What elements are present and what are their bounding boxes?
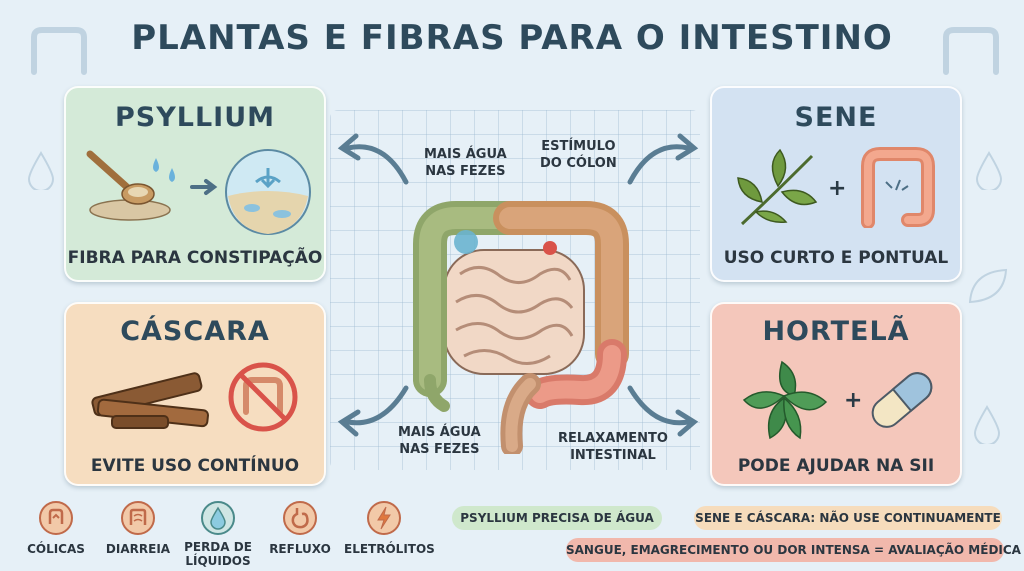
water-drop-icon [201, 501, 235, 535]
intestine-outline-icon [31, 27, 87, 75]
senna-leaves-icon [737, 148, 818, 226]
note-avaliacao-medica: SANGUE, EMAGRECIMENTO OU DOR INTENSA = A… [566, 538, 1021, 562]
psyllium-title: PSYLLIUM [114, 102, 276, 133]
wooden-spoon-seeds-icon [86, 150, 175, 221]
hortela-title: HORTELÃ [762, 316, 910, 347]
sene-title: SENE [794, 102, 878, 133]
bark-pieces-icon [91, 372, 209, 429]
symptom-label: REFLUXO [269, 542, 331, 556]
intestine-diagram [413, 201, 629, 454]
cascara-title: CÁSCARA [120, 316, 270, 347]
symptom-label: CÓLICAS [27, 542, 85, 556]
page-title: PLANTAS E FIBRAS PARA O INTESTINO [131, 18, 893, 58]
water-drop-icon [975, 151, 1003, 190]
plus-icon: + [844, 388, 863, 413]
cascara-card: CÁSCARA EVITE USO CONTÍNUO [64, 302, 326, 486]
gel-sphere-icon [225, 149, 311, 235]
note-psyllium-agua: PSYLLIUM PRECISA DE ÁGUA [452, 506, 662, 530]
arrow-to-psyllium [337, 133, 409, 185]
no-intestine-icon [228, 362, 298, 432]
symptom-label: DIARREIA [105, 542, 171, 556]
leaf-icon [968, 268, 1008, 304]
psyllium-subtitle: FIBRA PARA CONSTIPAÇÃO [67, 248, 323, 268]
psyllium-card: PSYLLIUM FIBRA PARA CONSTIPAÇÃO [64, 86, 326, 282]
cramp-icon [39, 501, 73, 535]
lightning-icon [367, 501, 401, 535]
intestine-icon [121, 501, 155, 535]
water-drop-icon [27, 151, 55, 190]
stomach-icon [283, 501, 317, 535]
water-drop-icon [973, 405, 1001, 444]
sene-card: SENE + USO CURTO E PONTUAL [710, 86, 962, 282]
cascara-subtitle: EVITE USO CONTÍNUO [90, 456, 300, 476]
hortela-card: HORTELÃ + PODE AJUDAR NA SII [710, 302, 962, 486]
mint-leaves-icon [742, 360, 828, 440]
arrow-to-cascara [337, 385, 409, 437]
intestine-outline-icon [943, 27, 999, 75]
symptom-label: ELETRÓLITOS [344, 542, 435, 556]
sene-subtitle: USO CURTO E PONTUAL [723, 248, 949, 268]
capsule-icon [871, 372, 933, 428]
arrow-to-hortela [627, 385, 699, 437]
arrow-to-sene [627, 133, 699, 185]
colon-icon [861, 147, 935, 228]
hortela-subtitle: PODE AJUDAR NA SII [737, 456, 935, 476]
arrow-right-icon [190, 179, 218, 195]
plus-icon: + [828, 176, 847, 201]
note-sene-cascara: SENE E CÁSCARA: NÃO USE CONTINUAMENTE [694, 506, 1002, 530]
